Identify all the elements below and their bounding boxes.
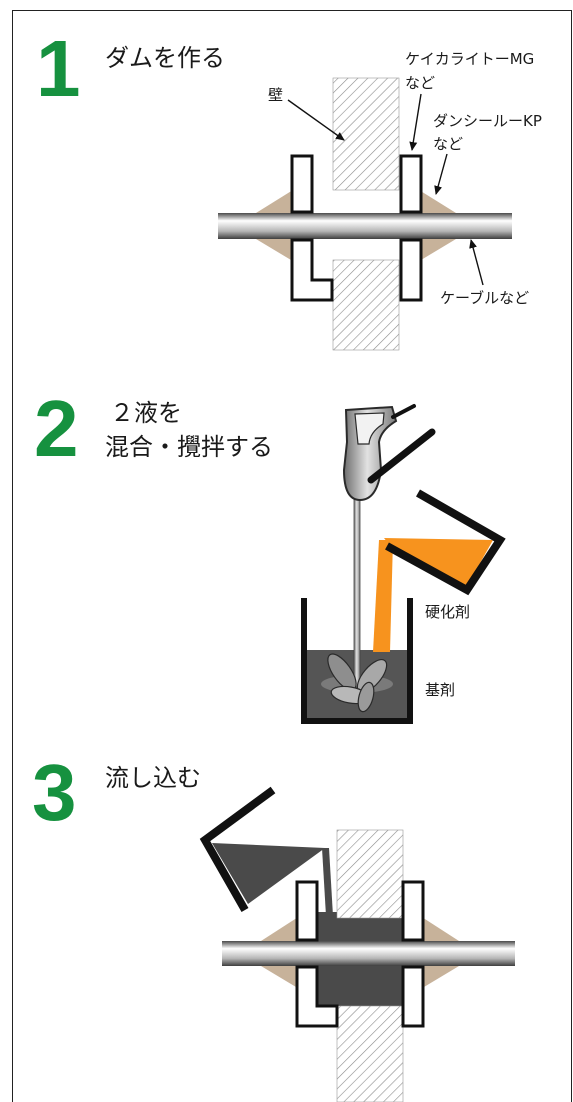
dam-lower-right [399, 238, 423, 302]
dam-lower-left [295, 965, 339, 1028]
wall-upper [336, 829, 404, 919]
leader-sealant [434, 153, 448, 195]
leader-dam-material [409, 93, 422, 151]
mixer-shaft [353, 494, 361, 688]
mixing-bucket [301, 598, 413, 724]
leader-wall [287, 99, 345, 141]
sealant-fillet-lower-right [414, 966, 459, 993]
dam-lower-right [401, 965, 425, 1028]
label-hardener: 硬化剤 [425, 603, 470, 621]
step-3-number: 3 [32, 748, 77, 837]
sealant-fillet-upper-left [261, 912, 306, 941]
mixer-trigger [391, 404, 416, 419]
label-dam-material-etc: など [405, 74, 435, 92]
label-base: 基剤 [425, 681, 455, 699]
step-1-number: 1 [36, 24, 81, 113]
mixer-drill-grip [354, 412, 385, 445]
mixer-side-handle [367, 428, 436, 484]
dam-upper-left [295, 880, 319, 942]
step-1-title: ダムを作る [105, 44, 225, 72]
hardener-liquid [384, 538, 493, 588]
sealant-fillet-lower-left [261, 966, 306, 993]
label-wall: 壁 [268, 86, 283, 104]
cable [218, 213, 512, 239]
step-2-number: 2 [34, 384, 79, 473]
mixer-propeller [327, 653, 388, 713]
pouring-container [199, 786, 276, 912]
wall-upper [332, 77, 400, 191]
step-3: 3 流し込む [32, 748, 515, 1102]
dam-upper-left [290, 154, 314, 214]
label-sealant: ダンシールーKP [433, 112, 542, 130]
pouring-resin [212, 843, 325, 904]
hardener-stream [373, 540, 393, 652]
step-3-title: 流し込む [105, 764, 201, 792]
sealant-fillet-lower-left [256, 239, 301, 266]
label-sealant-etc: など [433, 135, 463, 153]
dam-upper-right [401, 880, 425, 942]
step-1: 1 ダムを作る 壁 ケイカライトーMG など ダンシールーKP など ケーブルな… [36, 24, 542, 351]
sealant-fillet-upper-right [414, 912, 459, 941]
resin-fill-lower [305, 964, 415, 1006]
hardener-container [385, 489, 506, 596]
frame-border [12, 10, 572, 1102]
cable [222, 941, 515, 966]
wall-lower [336, 1005, 404, 1102]
dam-lower-left [290, 238, 334, 302]
step-2-title-line-2: 混合・攪拌する [105, 433, 273, 461]
resin-stream [322, 848, 333, 916]
leader-cable [469, 239, 484, 286]
step-2-title-line-1: ２液を [110, 399, 182, 427]
wall-lower [332, 259, 400, 351]
label-dam-material: ケイカライトーMG [405, 50, 534, 68]
dam-upper-right [399, 154, 423, 214]
label-cable: ケーブルなど [440, 289, 529, 307]
step-2: 2 ２液を 混合・攪拌する 硬化剤 基剤 [34, 384, 506, 724]
sealant-fillet-upper-left [256, 185, 301, 213]
